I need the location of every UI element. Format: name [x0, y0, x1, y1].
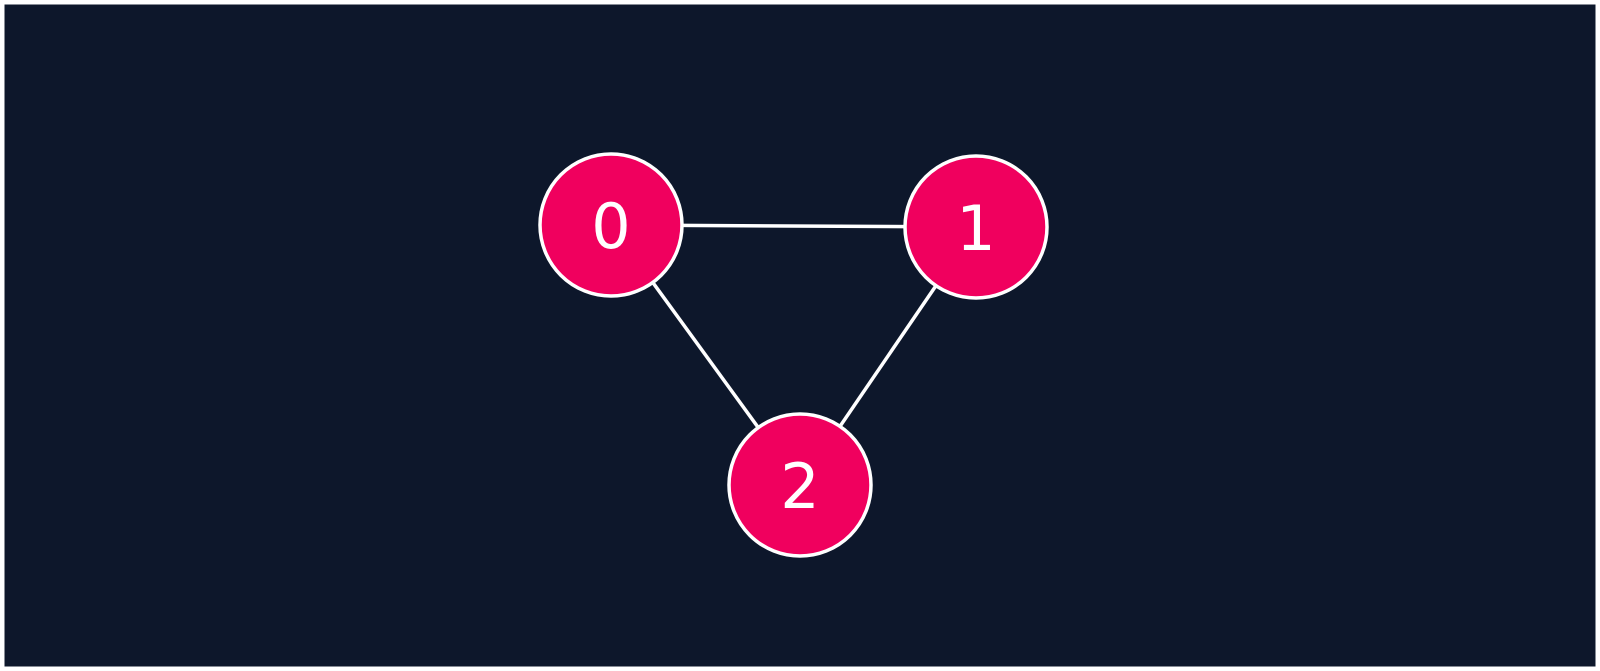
node-circle — [903, 154, 1049, 300]
node-label: 0 — [591, 190, 630, 263]
node-1: 1 — [903, 154, 1049, 300]
node-circle — [727, 412, 873, 558]
node-circle — [538, 152, 684, 298]
node-0: 0 — [538, 152, 684, 298]
node-label: 1 — [956, 192, 995, 265]
node-label: 2 — [780, 450, 819, 523]
node-2: 2 — [727, 412, 873, 558]
diagram-background — [3, 3, 1597, 668]
